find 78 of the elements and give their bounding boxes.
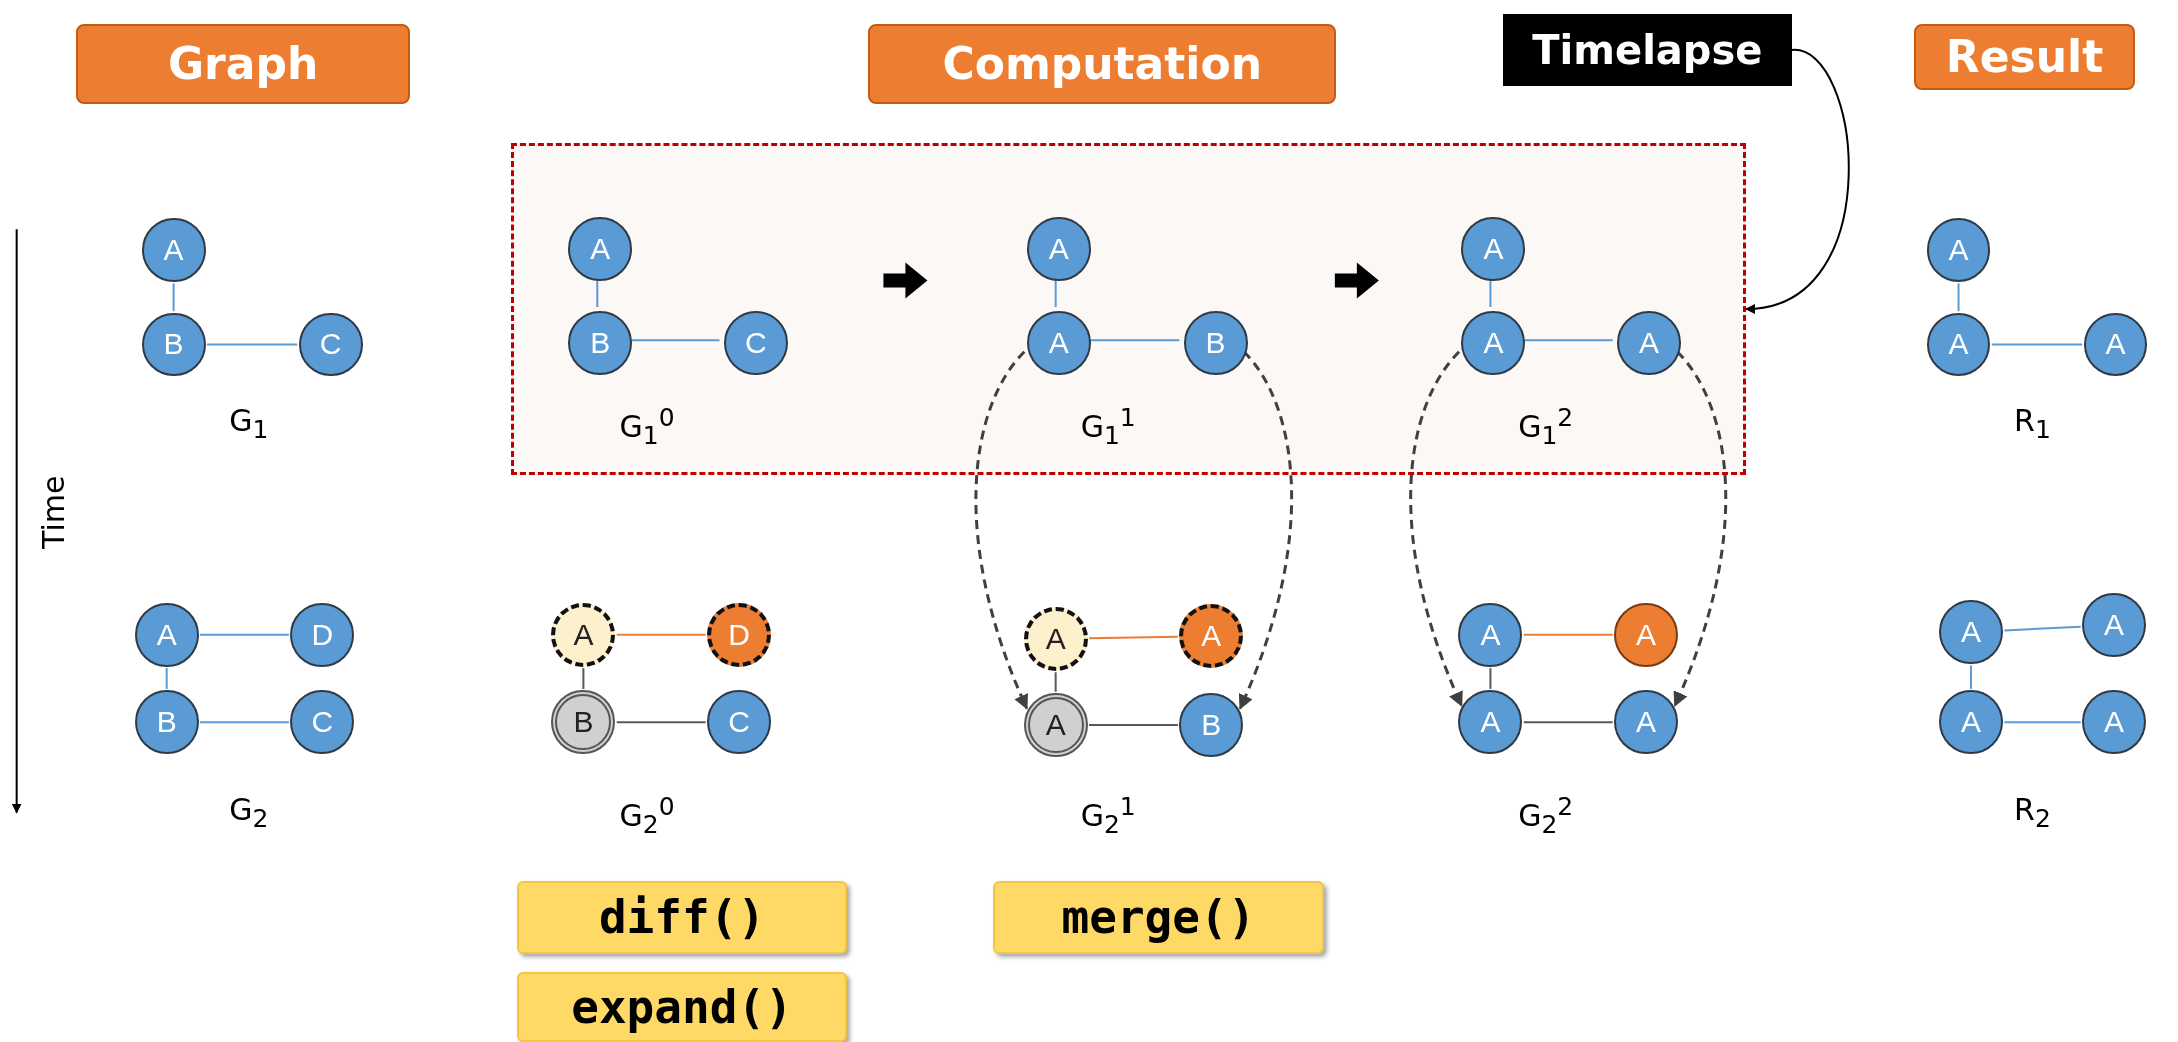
graph-edge [2003, 625, 2082, 632]
graph-edge [615, 721, 707, 724]
graph-vertex: A [1614, 602, 1678, 667]
graph-edge [172, 282, 175, 313]
graph-caption: R$_{1}$ [2014, 402, 2051, 444]
graph-edge [1522, 721, 1614, 724]
graph-vertex: A [1461, 216, 1526, 281]
graph-vertex: A [1926, 312, 1991, 377]
graph-vertex: D [707, 602, 771, 667]
graph-edge [199, 721, 290, 724]
graph-vertex: A [1461, 311, 1526, 376]
graph-vertex: A [1926, 218, 1991, 282]
function-label: diff() [516, 880, 848, 955]
graph-vertex: A [2082, 593, 2147, 657]
graph-edge [165, 667, 168, 690]
graph-vertex: B [1183, 311, 1248, 376]
graph-vertex: A [1939, 600, 2003, 664]
graph-edge [1489, 667, 1492, 690]
function-label: expand() [516, 972, 848, 1042]
graph-edge [1957, 282, 1960, 313]
graph-vertex: A [134, 602, 199, 667]
graph-vertex: B [568, 311, 633, 376]
graph-edge [1088, 724, 1179, 727]
section-header: Computation [868, 23, 1337, 105]
graph-edge [1489, 278, 1492, 308]
graph-vertex: A [1617, 311, 1681, 376]
graph-vertex: B [141, 312, 206, 377]
graph-edge [1990, 343, 2084, 346]
graph-caption: G$_{1}$ [229, 402, 269, 444]
graph-caption: R$_{2}$ [2014, 791, 2051, 833]
graph-vertex: A [1458, 690, 1523, 755]
graph-edge [1970, 664, 1973, 690]
function-label: merge() [993, 880, 1324, 955]
graph-vertex: C [298, 312, 363, 377]
graph-vertex: C [723, 311, 788, 376]
highlight-region [511, 143, 1746, 476]
graph-vertex: A [1026, 311, 1091, 376]
section-header: Graph [76, 23, 410, 105]
graph-vertex: A [568, 216, 633, 281]
graph-edge [1054, 278, 1057, 308]
graph-vertex: D [290, 602, 355, 667]
graph-edge [1522, 633, 1614, 636]
graph-vertex: A [551, 602, 616, 667]
arrow [1238, 350, 1293, 710]
graph-vertex: A [1939, 690, 2003, 755]
graph-edge [199, 633, 290, 636]
graph-vertex: A [2083, 312, 2148, 377]
graph-vertex: B [551, 690, 616, 755]
graph-vertex: A [1023, 607, 1088, 671]
graph-vertex: B [1179, 693, 1244, 757]
arrow [1409, 350, 1464, 707]
graph-vertex: A [1614, 690, 1678, 755]
graph-vertex: C [290, 690, 355, 755]
graph-edge [2003, 721, 2082, 724]
system-label: Timelapse [1502, 13, 1792, 87]
arrow [1673, 350, 1728, 707]
axis-label: Time [36, 475, 72, 549]
arrow [1745, 49, 1850, 313]
graph-edge [582, 667, 585, 690]
graph-vertex: A [1179, 604, 1244, 669]
graph-vertex: A [2082, 690, 2147, 755]
graph-edge [205, 343, 299, 346]
graph-vertex: A [1458, 602, 1523, 667]
graph-vertex: A [141, 218, 206, 282]
graph-edge [1088, 339, 1181, 342]
graph-vertex: A [1026, 216, 1091, 281]
graph-edge [615, 633, 707, 636]
arrow [974, 350, 1029, 710]
graph-edge [1522, 339, 1614, 342]
graph-vertex: A [1023, 693, 1088, 757]
graph-edge [1088, 635, 1179, 640]
section-header: Result [1914, 23, 2135, 91]
graph-vertex: C [707, 690, 771, 755]
graph-edge [1054, 671, 1057, 693]
graph-edge [596, 278, 599, 308]
graph-caption: G$_{2}$ [229, 791, 269, 833]
graph-vertex: B [134, 690, 199, 755]
graph-edge [629, 339, 721, 342]
